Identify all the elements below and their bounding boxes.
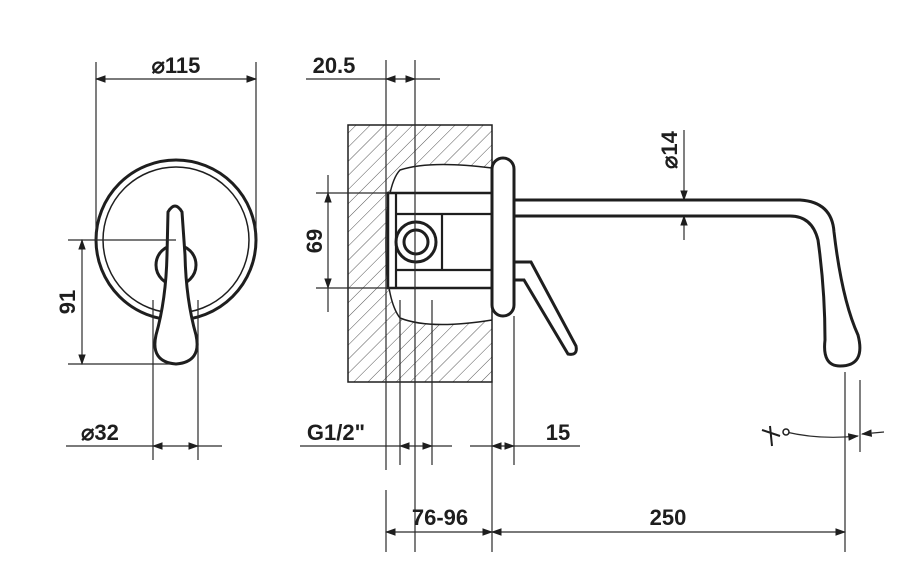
dim-height-69: 69 bbox=[302, 229, 327, 253]
dim-76-96: 76-96 bbox=[412, 505, 468, 530]
dim-height-91: 91 bbox=[55, 290, 80, 314]
rosette-plate bbox=[490, 156, 516, 318]
dim-diameter-115: ⌀115 bbox=[152, 53, 201, 78]
front-view: ⌀115 91 ⌀32 bbox=[55, 53, 258, 460]
dim-length-250: 250 bbox=[650, 505, 687, 530]
dim-15: 15 bbox=[546, 420, 570, 445]
dim-diameter-32: ⌀32 bbox=[81, 420, 119, 445]
side-lever bbox=[512, 260, 578, 356]
dim-diameter-14: ⌀14 bbox=[657, 130, 682, 168]
pipe-inlet-inner bbox=[402, 228, 430, 256]
dim-thread-g12: G1/2" bbox=[307, 420, 365, 445]
angle-indicator bbox=[761, 380, 885, 452]
dim-20-5: 20.5 bbox=[313, 53, 356, 78]
lever-handle bbox=[153, 204, 199, 366]
angle-symbol-icon bbox=[761, 425, 781, 447]
side-view: 20.5 69 ⌀14 G1/2" 15 76-96 250 bbox=[300, 53, 885, 552]
spout bbox=[512, 198, 862, 368]
